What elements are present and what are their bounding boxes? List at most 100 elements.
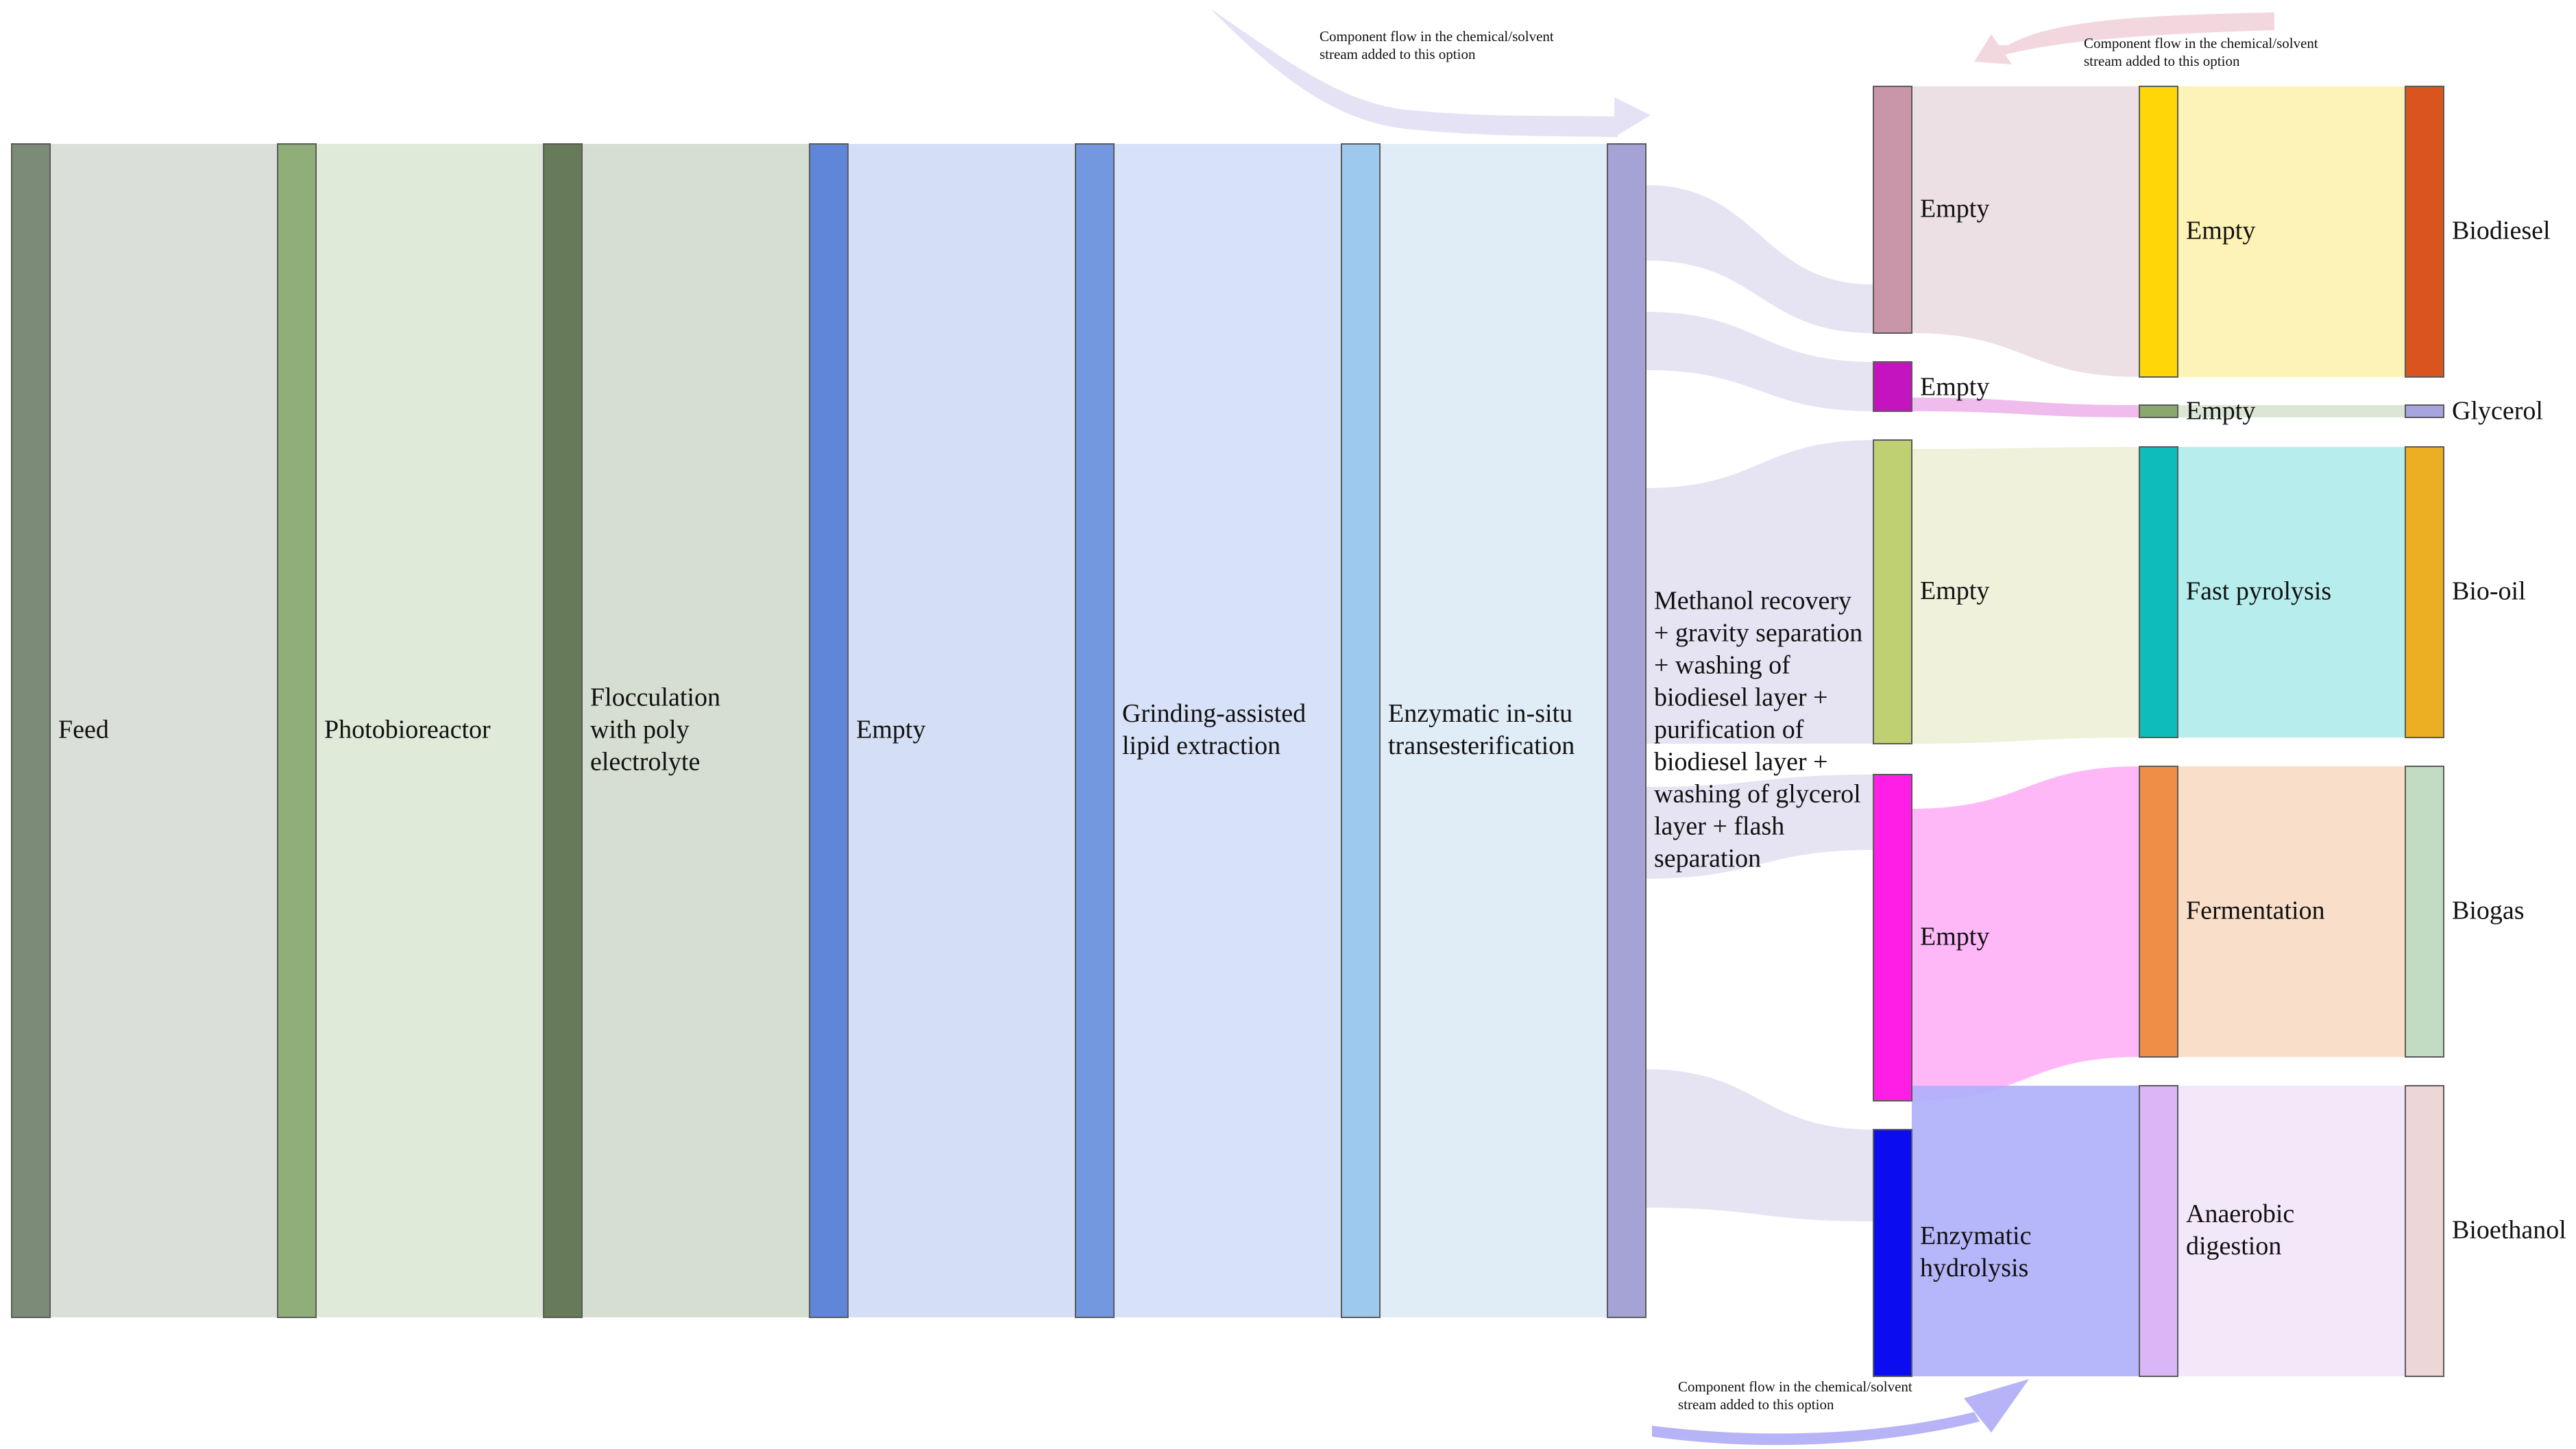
node-label-line: Feed [58, 715, 109, 744]
annotation-line: stream added to this option [2084, 53, 2240, 69]
node-label-line: hydrolysis [1920, 1254, 2028, 1282]
node-label-bioethanol: Bioethanol [2452, 1215, 2566, 1244]
link-anaerobic-digestion-to-bioethanol [2178, 1086, 2405, 1376]
link-enzymatic-insitu-to-methanol-recovery [1380, 144, 1607, 1317]
node-empty-f [2139, 404, 2178, 418]
link-empty-b-to-empty-f [1912, 398, 2139, 417]
link-methanol-recovery-to-empty-d [1646, 775, 1873, 879]
link-empty-d-to-fermentation [1912, 766, 2139, 1101]
node-label-line: Bioethanol [2452, 1215, 2566, 1244]
node-label-line: purification of [1654, 715, 1804, 744]
node-photobioreactor [277, 143, 317, 1318]
annotation-arrow-top-left [1210, 8, 1618, 137]
link-grinding-to-enzymatic-insitu [1114, 144, 1341, 1317]
node-label-line: separation [1654, 844, 1761, 873]
node-label-line: biodiesel layer + [1654, 747, 1828, 776]
annotation-arrow-top-right [1991, 12, 2274, 59]
node-label-empty-a: Empty [1920, 194, 1989, 223]
node-empty-a [1873, 86, 1912, 334]
node-label-line: layer + flash [1654, 812, 1784, 840]
node-label-empty-c: Empty [1920, 576, 1989, 605]
node-biodiesel [2405, 86, 2444, 378]
node-label-line: Methanol recovery [1654, 586, 1851, 615]
node-label-line: lipid extraction [1122, 731, 1280, 760]
annotation-arrowhead-bottom [1964, 1379, 2029, 1433]
link-methanol-recovery-to-empty-a [1646, 185, 1873, 333]
annotation-line: stream added to this option [1678, 1396, 1834, 1413]
node-label-line: + gravity separation [1654, 618, 1862, 647]
link-empty-f-to-glycerol [2178, 405, 2405, 417]
node-label-line: Biodiesel [2452, 216, 2551, 245]
node-grinding [1075, 143, 1115, 1318]
annotation-arrowhead-top-right [1974, 34, 2012, 64]
node-label-line: Fermentation [2186, 896, 2325, 925]
node-label-empty-f: Empty [2186, 396, 2255, 425]
annotation-arrow-bottom [1652, 1412, 1980, 1446]
node-label-feed: Feed [58, 715, 109, 744]
link-empty-a-to-empty-e [1912, 86, 2139, 377]
link-photobioreactor-to-flocculation [316, 144, 544, 1317]
node-fermentation [2139, 766, 2178, 1058]
node-label-biogas: Biogas [2452, 896, 2525, 925]
node-feed [11, 143, 51, 1318]
node-label-line: Empty [1920, 922, 1989, 951]
node-label-line: Enzymatic [1920, 1221, 2031, 1250]
link-methanol-recovery-to-enzymatic-hydrolysis [1646, 1069, 1873, 1221]
annotation-line: Component flow in the chemical/solvent [2084, 35, 2318, 51]
node-label-enzymatic-insitu: Enzymatic in-situ transesterification [1388, 699, 1575, 760]
link-fermentation-to-biogas [2178, 766, 2405, 1057]
link-empty-e-to-biodiesel [2178, 86, 2405, 377]
node-label-line: biodiesel layer + [1654, 683, 1828, 711]
node-methanol-recovery [1607, 143, 1647, 1318]
node-empty-e [2139, 86, 2178, 378]
node-label-enzymatic-hydrolysis: Enzymatic hydrolysis [1920, 1221, 2031, 1282]
node-label-line: Empty [1920, 576, 1989, 605]
link-feed-to-photobioreactor [50, 144, 278, 1317]
node-label-empty-col4: Empty [856, 715, 925, 744]
node-label-line: Flocculation [590, 683, 720, 711]
node-label-line: transesterification [1388, 731, 1575, 760]
node-glycerol [2405, 404, 2444, 418]
node-label-photobioreactor: Photobioreactor [324, 715, 491, 744]
annotation-line: Component flow in the chemical/solvent [1320, 28, 1554, 45]
node-empty-col4 [809, 143, 849, 1318]
link-methanol-recovery-to-empty-c [1646, 440, 1873, 744]
node-label-line: electrolyte [590, 747, 700, 776]
link-empty-c-to-fast-pyrolysis [1912, 447, 2139, 744]
link-flocculation-to-empty-col4 [582, 144, 810, 1317]
node-enzymatic-insitu [1341, 143, 1381, 1318]
node-label-biodiesel: Biodiesel [2452, 216, 2551, 245]
node-biogas [2405, 766, 2444, 1058]
node-label-anaerobic-digestion: Anaerobic digestion [2186, 1200, 2294, 1261]
node-label-line: digestion [2186, 1232, 2281, 1261]
node-label-fermentation: Fermentation [2186, 896, 2325, 925]
node-bio-oil [2405, 446, 2444, 738]
node-label-line: Anaerobic [2186, 1200, 2294, 1228]
node-empty-c [1873, 439, 1912, 744]
node-label-glycerol: Glycerol [2452, 396, 2543, 425]
node-label-line: Fast pyrolysis [2186, 576, 2331, 605]
annotation-text-top-right: Component flow in the chemical/solvent st… [2084, 35, 2318, 69]
node-label-line: Empty [2186, 216, 2255, 245]
annotation-arrows-layer [1210, 8, 2274, 1446]
node-label-line: Enzymatic in-situ [1388, 699, 1572, 728]
nodes-layer [11, 86, 2444, 1377]
annotation-line: stream added to this option [1320, 46, 1476, 62]
node-label-line: Photobioreactor [324, 715, 491, 744]
node-label-flocculation: Flocculation with poly electrolyte [590, 683, 720, 776]
links-layer [50, 86, 2405, 1376]
node-label-bio-oil: Bio-oil [2452, 576, 2526, 605]
node-anaerobic-digestion [2139, 1085, 2178, 1377]
node-label-line: Grinding-assisted [1122, 699, 1306, 728]
node-label-line: with poly [590, 715, 690, 744]
link-methanol-recovery-to-empty-b [1646, 312, 1873, 411]
node-label-line: Empty [2186, 396, 2255, 425]
annotation-line: Component flow in the chemical/solvent [1678, 1378, 1912, 1395]
node-enzymatic-hydrolysis [1873, 1129, 1912, 1377]
node-label-methanol-recovery: Methanol recovery+ gravity separation+ w… [1654, 586, 1862, 873]
node-empty-b [1873, 361, 1912, 412]
